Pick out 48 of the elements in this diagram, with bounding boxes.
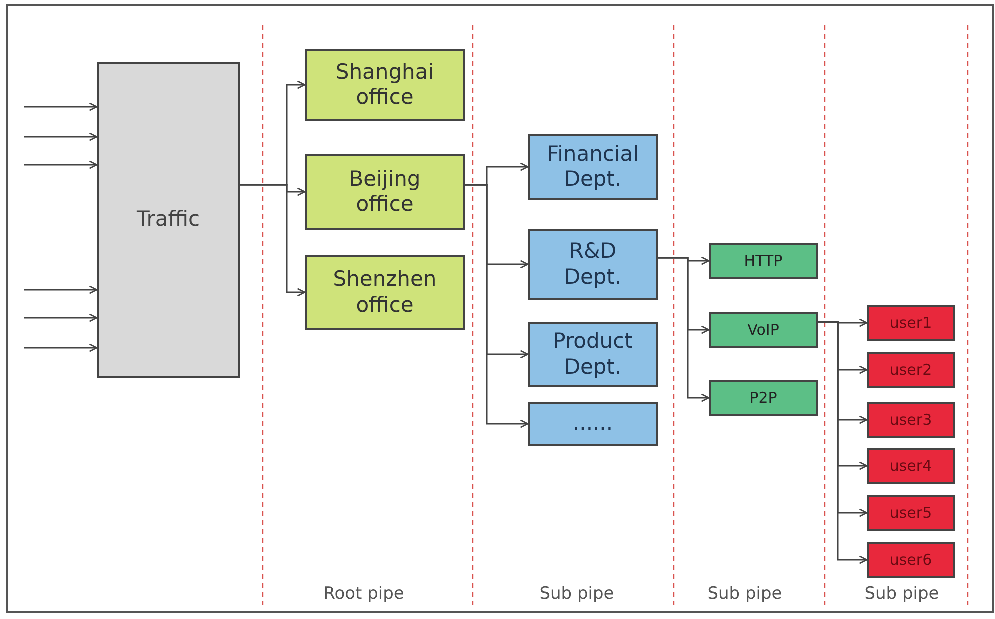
node-label: Shenzhen office xyxy=(332,267,438,318)
arrow xyxy=(818,321,868,564)
department-box xyxy=(528,402,658,446)
node-label: Traffic xyxy=(136,207,200,233)
office-box xyxy=(305,154,465,230)
node-label: user4 xyxy=(890,457,932,475)
node-label: R&D Dept. xyxy=(563,239,623,290)
user-box xyxy=(867,402,955,438)
node-label: user5 xyxy=(890,504,932,522)
arrow xyxy=(24,132,98,142)
department-box xyxy=(528,322,658,387)
protocol-box xyxy=(709,380,818,416)
arrow xyxy=(465,184,529,428)
node-label: P2P xyxy=(750,389,778,407)
node-label: VoIP xyxy=(748,321,780,339)
node-label: Product Dept. xyxy=(552,329,634,380)
department-box xyxy=(528,229,658,300)
protocol-box xyxy=(709,243,818,279)
user-box xyxy=(867,352,955,388)
user-box xyxy=(867,305,955,341)
node-label: ...... xyxy=(572,411,614,437)
arrow xyxy=(240,184,306,297)
arrow xyxy=(24,102,98,112)
node-label: Beijing office xyxy=(348,166,422,218)
arrow xyxy=(24,344,98,352)
office-box xyxy=(305,49,465,121)
protocol-box xyxy=(709,312,818,348)
arrow xyxy=(24,286,98,294)
department-box xyxy=(528,134,658,200)
node-label: HTTP xyxy=(744,252,783,270)
column-label: Sub pipe xyxy=(708,584,782,604)
user-box xyxy=(867,448,955,484)
arrow xyxy=(24,160,98,170)
node-label: user1 xyxy=(890,314,932,332)
user-box xyxy=(867,542,955,578)
column-label: Root pipe xyxy=(324,584,404,604)
column-label: Sub pipe xyxy=(864,584,940,604)
node-label: user2 xyxy=(890,361,932,379)
traffic-box xyxy=(97,62,240,378)
node-label: user6 xyxy=(890,551,932,569)
arrow xyxy=(24,314,98,322)
user-box xyxy=(867,495,955,531)
node-label: user3 xyxy=(890,411,932,429)
node-label: Financial Dept. xyxy=(546,142,640,192)
column-label: Sub pipe xyxy=(540,584,614,604)
office-box xyxy=(305,255,465,330)
arrow xyxy=(658,257,710,402)
node-label: Shanghai office xyxy=(334,60,436,110)
